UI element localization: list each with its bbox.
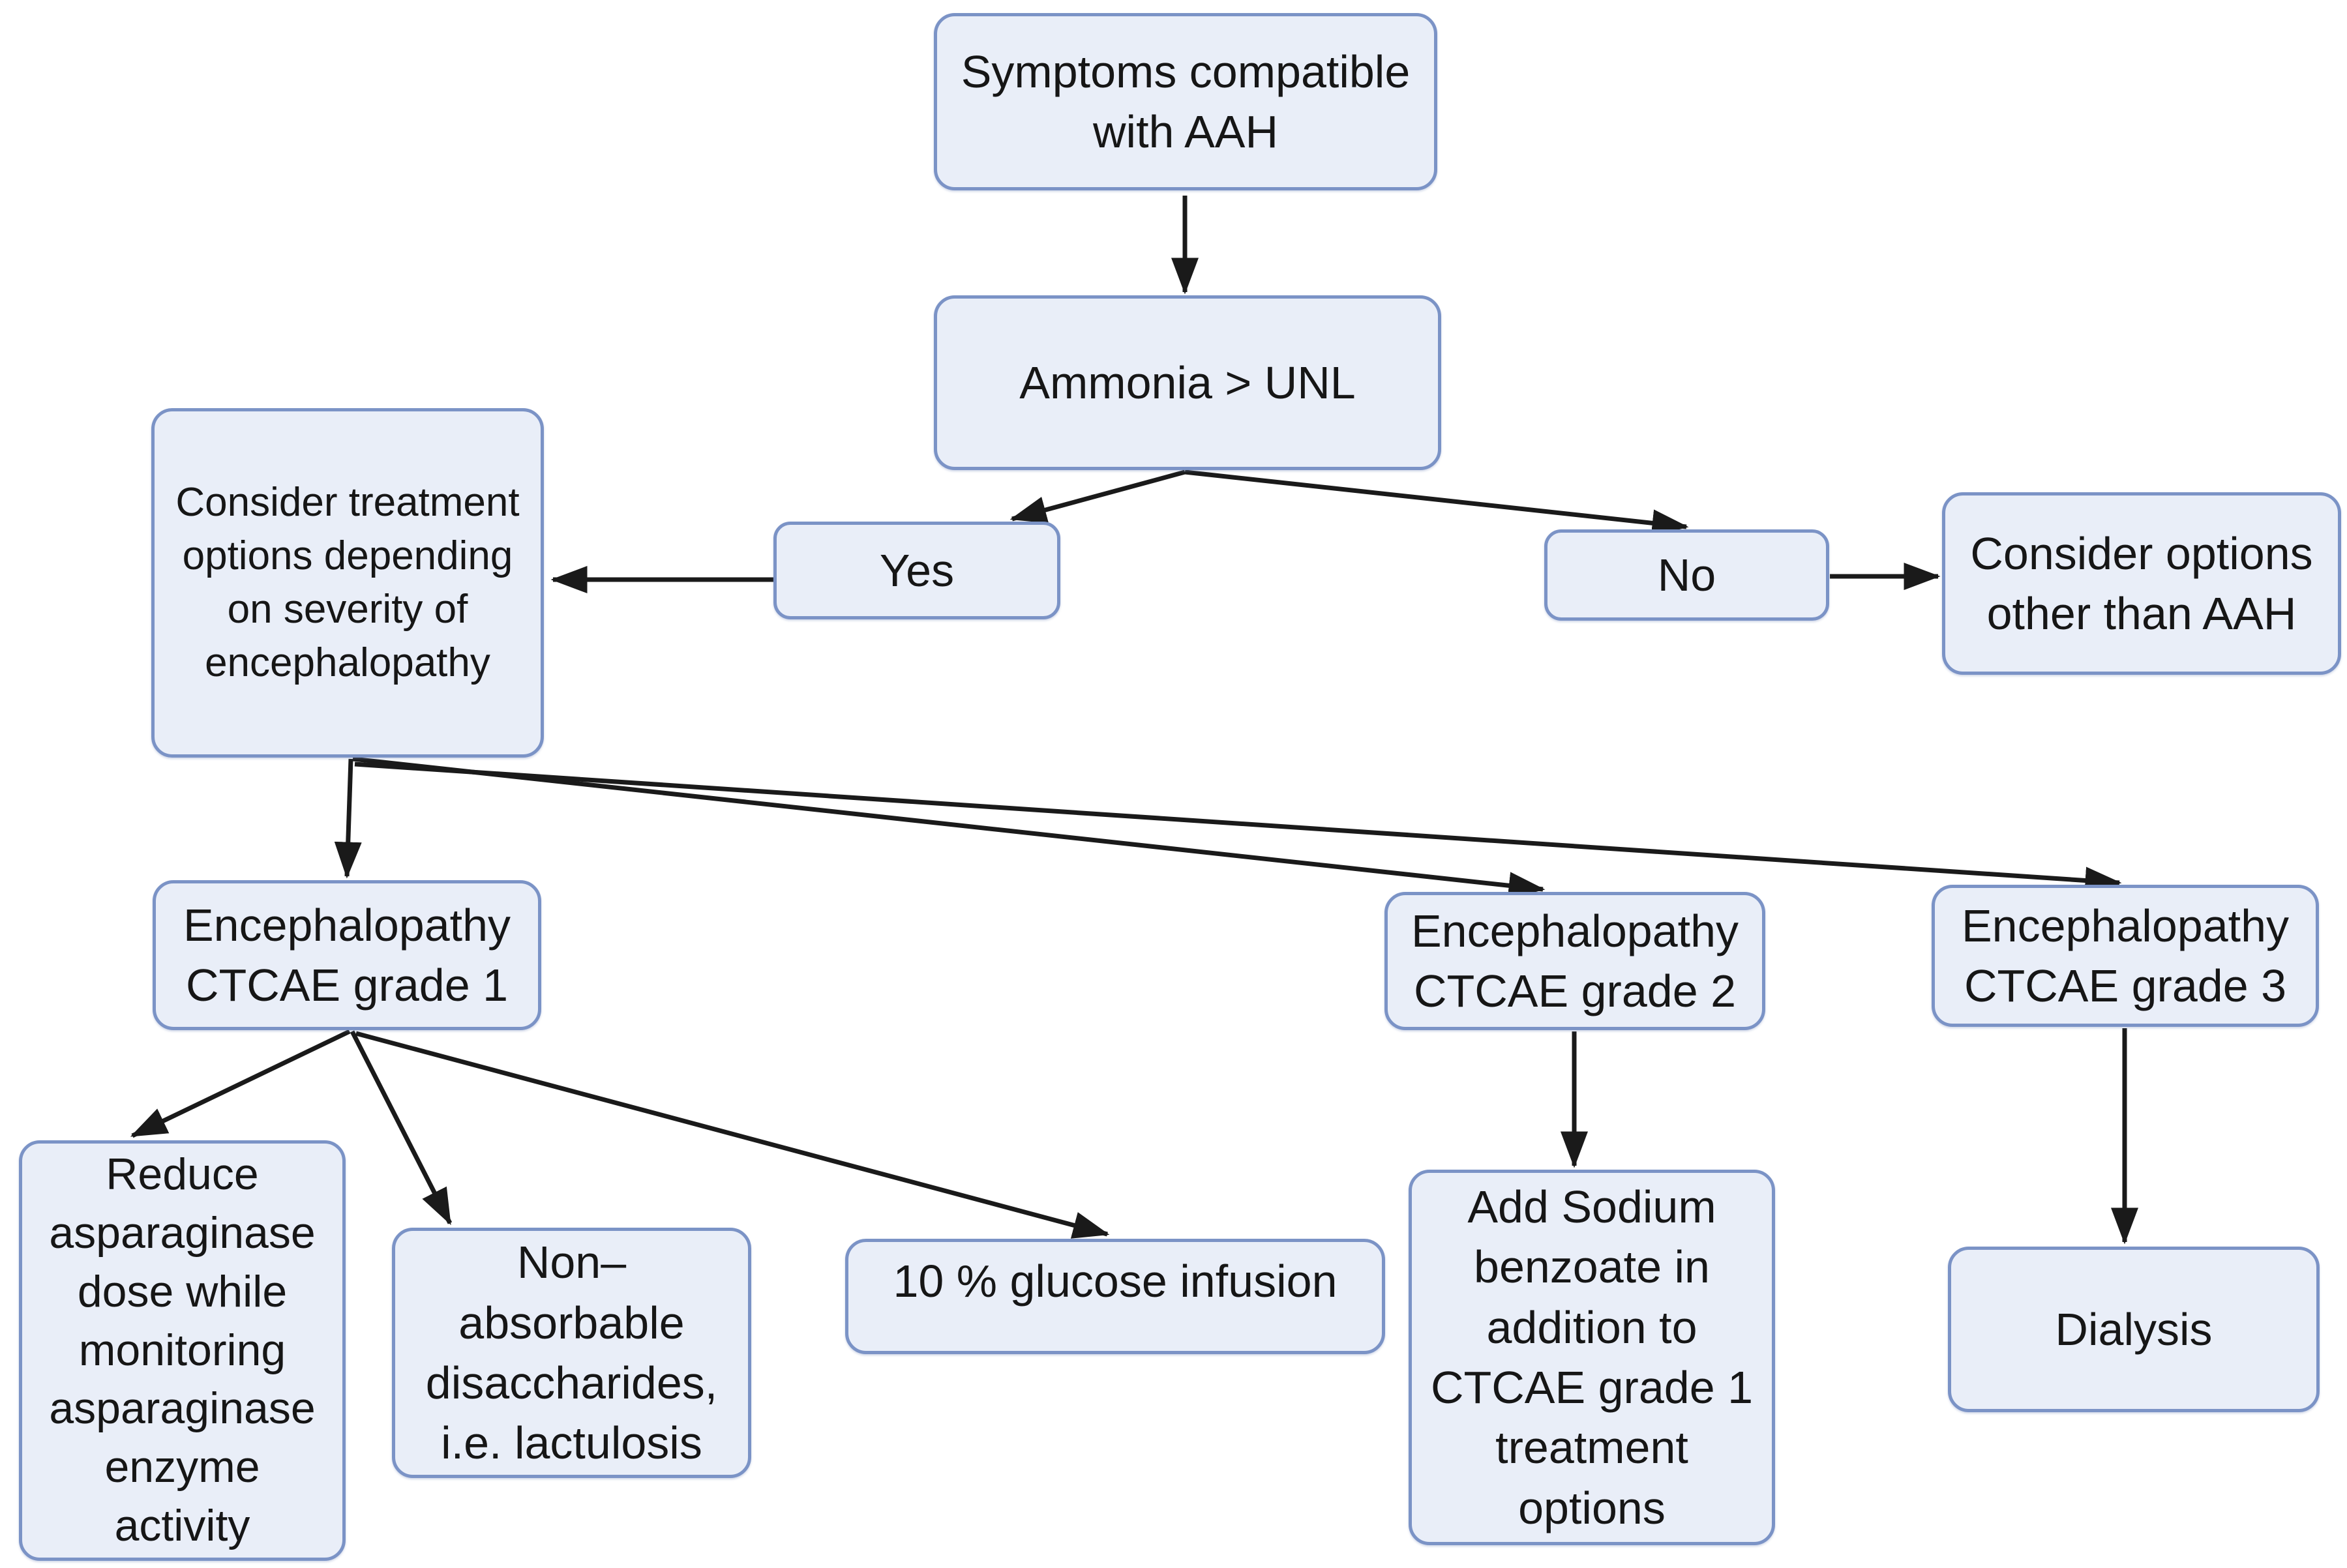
node-encephalopathy-ctcae-grade-3: Encephalopathy CTCAE grade 3 bbox=[1932, 885, 2319, 1027]
edge-grade1-glucose bbox=[355, 1031, 1110, 1239]
node-encephalopathy-ctcae-grade-1: Encephalopathy CTCAE grade 1 bbox=[153, 880, 541, 1030]
edge-consider-treatment-grade1 bbox=[334, 758, 362, 879]
node-glucose-infusion: 10 % glucose infusion bbox=[845, 1239, 1385, 1354]
node-no: No bbox=[1544, 529, 1829, 621]
node-encephalopathy-ctcae-grade-2: Encephalopathy CTCAE grade 2 bbox=[1384, 892, 1765, 1030]
node-consider-treatment-options: Consider treatment options depending on … bbox=[151, 408, 544, 758]
node-dialysis: Dialysis bbox=[1948, 1247, 2320, 1412]
node-yes: Yes bbox=[773, 522, 1060, 619]
node-non-absorbable-disaccharides: Non–absorbable disaccharides, i.e. lactu… bbox=[392, 1228, 751, 1478]
node-reduce-asparaginase-dose: Reduce asparaginase dose while monitorin… bbox=[19, 1140, 346, 1561]
edge-consider-treatment-grade3 bbox=[354, 762, 2122, 895]
node-symptoms-compatible-with-aah: Symptoms compatible with AAH bbox=[934, 13, 1437, 190]
edge-ammonia-no bbox=[1184, 469, 1689, 537]
node-add-sodium-benzoate: Add Sodium benzoate in addition to CTCAE… bbox=[1409, 1170, 1775, 1545]
edge-consider-treatment-grade2 bbox=[352, 756, 1546, 900]
edge-grade1-disaccharides bbox=[350, 1030, 453, 1226]
node-consider-options-other-than-aah: Consider options other than AAH bbox=[1942, 492, 2341, 675]
node-ammonia-greater-than-unl: Ammonia > UNL bbox=[934, 295, 1441, 470]
edge-grade1-reduce bbox=[130, 1029, 351, 1138]
edge-ammonia-yes bbox=[1009, 469, 1186, 524]
